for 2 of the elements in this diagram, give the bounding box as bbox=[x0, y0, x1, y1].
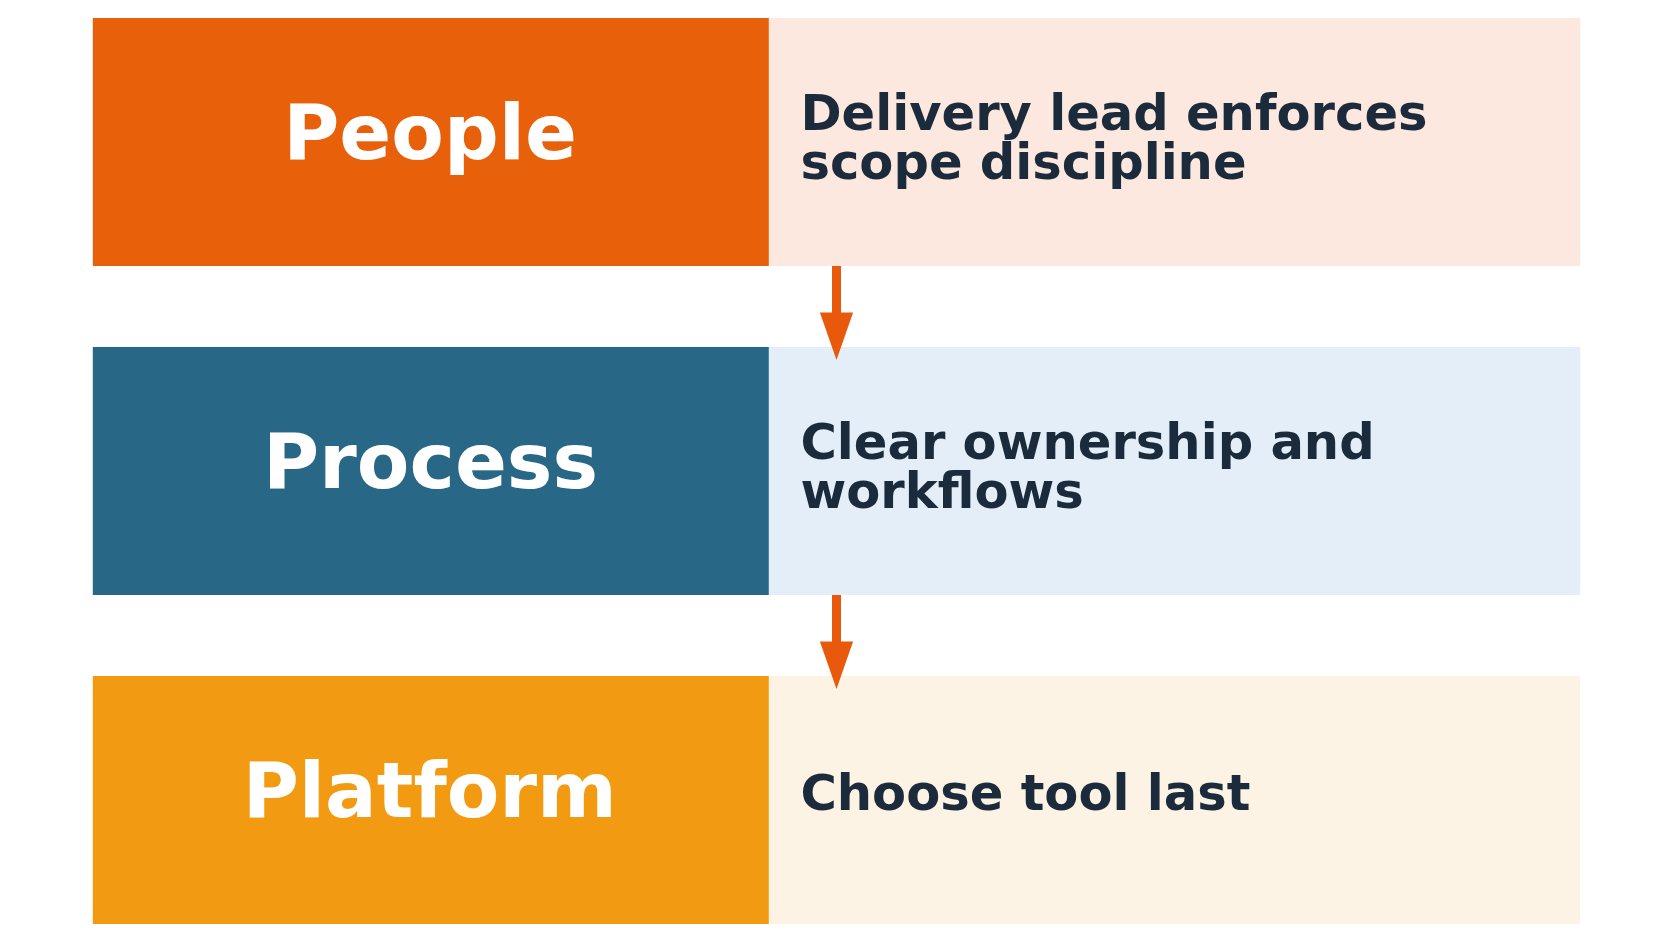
arrow bbox=[819, 594, 853, 689]
arrow bbox=[819, 265, 853, 360]
